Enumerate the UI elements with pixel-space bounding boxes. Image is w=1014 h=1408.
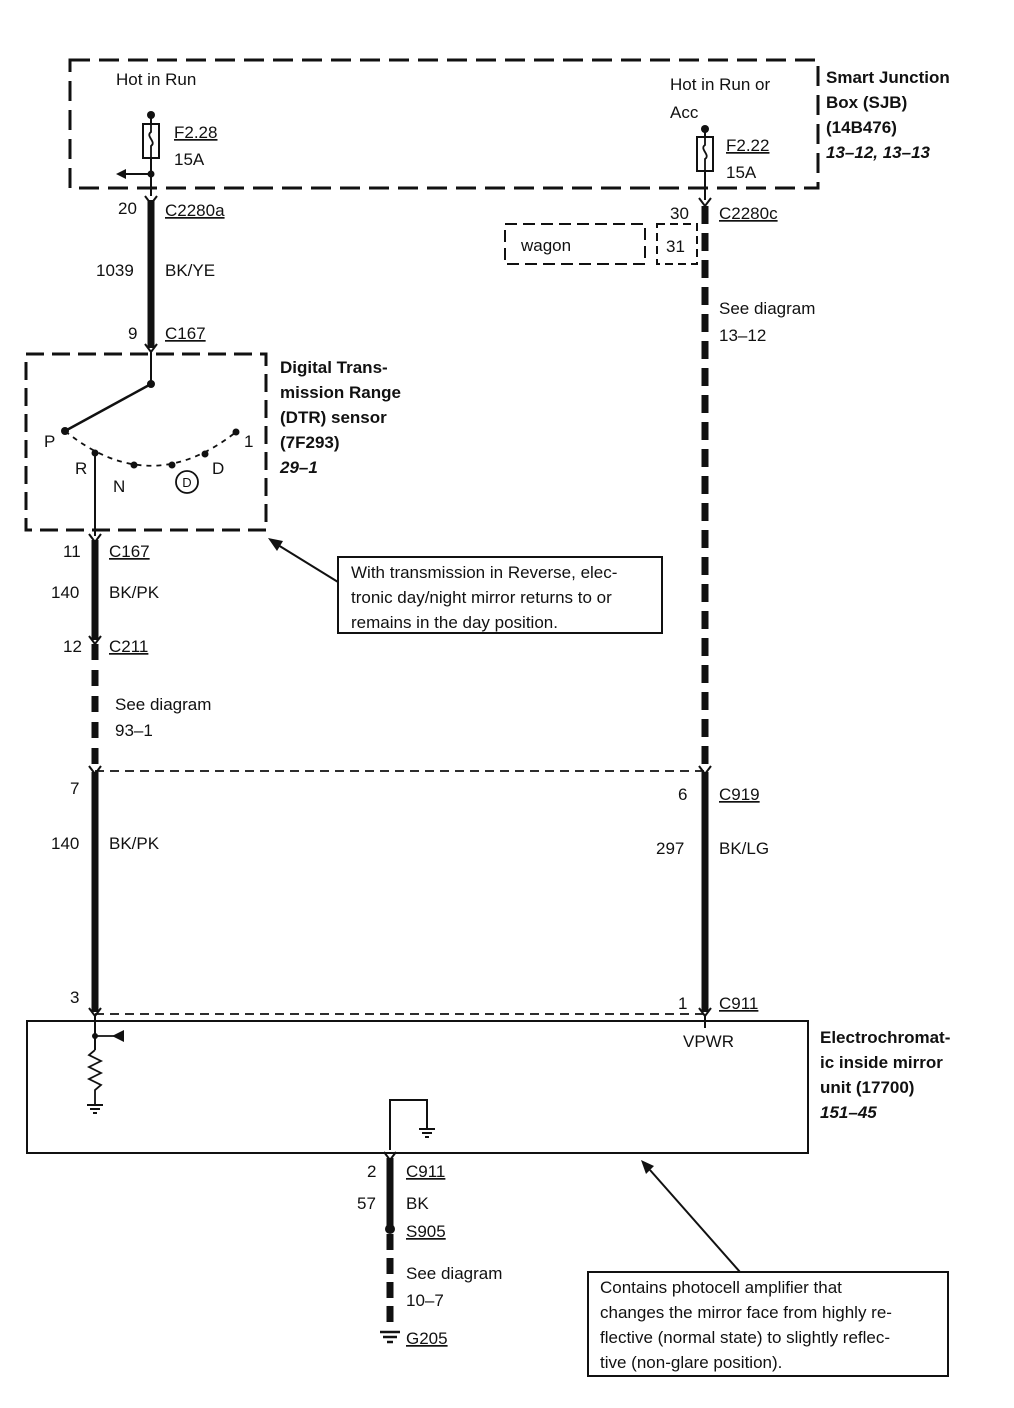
dtr-title-line3: (DTR) sensor	[280, 408, 387, 427]
c919-left-pin: 7	[70, 779, 79, 798]
wire-140-lower-num: 140	[51, 834, 79, 853]
sjb-box	[68, 58, 820, 190]
c2280c-label: C2280c	[719, 204, 778, 223]
c911-bottom-label: C911	[406, 1162, 445, 1181]
sjb-right-supply-line2: Acc	[670, 103, 699, 122]
photocell-note-box	[587, 1271, 949, 1377]
c167-in-pin: 9	[128, 324, 137, 343]
right-fuse-element	[702, 137, 708, 171]
left-branch-arrow-icon	[116, 169, 126, 179]
c167-in-label: C167	[165, 324, 206, 343]
fuse-left-id: F2.28	[174, 123, 217, 142]
mirror-ref: 151–45	[820, 1103, 877, 1122]
c911-right-label: C911	[719, 994, 758, 1013]
reverse-note-line3: remains in the day position.	[351, 613, 558, 632]
c211-label: C211	[109, 637, 148, 656]
wire-1039-num: 1039	[96, 261, 134, 280]
right-see-line1: See diagram	[719, 299, 815, 318]
mirror-title-line3: unit (17700)	[820, 1078, 914, 1097]
fuse-right-id: F2.22	[726, 136, 769, 155]
right-fuse-top-dot	[701, 125, 709, 133]
c911-right-pin: 1	[678, 994, 687, 1013]
dtr-title-line4: (7F293)	[280, 433, 340, 452]
sjb-title-line2: Box (SJB)	[826, 93, 907, 112]
wire-140-upper-num: 140	[51, 583, 79, 602]
mirror-unit-box	[26, 1020, 809, 1154]
photocell-note-line4: tive (non-glare position).	[600, 1353, 782, 1372]
ground-see-line2: 10–7	[406, 1291, 444, 1310]
dtr-contact-arc	[64, 430, 237, 467]
vpwr-label: VPWR	[683, 1032, 734, 1051]
dtr-pos-d: D	[212, 459, 224, 478]
wire-140-lower-color: BK/PK	[109, 834, 160, 853]
dtr-pos-p: P	[44, 432, 55, 451]
left-fuse-element	[148, 124, 154, 158]
mirror-sense-arrow-icon	[112, 1030, 124, 1042]
reverse-note-arrow-icon	[268, 538, 283, 551]
dtr-contact-n2	[168, 461, 176, 469]
sjb-left-supply: Hot in Run	[116, 70, 196, 89]
left-see-line1: See diagram	[115, 695, 211, 714]
dtr-pos-1: 1	[244, 432, 253, 451]
sjb-ref: 13–12, 13–13	[826, 143, 931, 162]
wire-297-color: BK/LG	[719, 839, 769, 858]
dtr-od-label: D	[182, 475, 191, 490]
c2280a-pin: 20	[118, 199, 137, 218]
c911-left-pin: 3	[70, 988, 79, 1007]
dtr-ref: 29–1	[279, 458, 318, 477]
c919-right-pin: 6	[678, 785, 687, 804]
mirror-ground-link	[389, 1099, 428, 1150]
dtr-box	[24, 352, 268, 532]
photocell-note-arrow-icon	[641, 1160, 654, 1174]
reverse-note-line2: tronic day/night mirror returns to or	[351, 588, 612, 607]
left-fuse-top-dot	[147, 111, 155, 119]
wire-57-color: BK	[406, 1194, 429, 1213]
dtr-title-line1: Digital Trans-	[280, 358, 388, 377]
photocell-note-line1: Contains photocell amplifier that	[600, 1278, 842, 1297]
c167-out-pin: 11	[63, 542, 81, 561]
photocell-note-leader	[649, 1169, 741, 1273]
mirror-resistor-icon	[86, 1049, 104, 1104]
fuse-left-rating: 15A	[174, 150, 205, 169]
fuse-right-rating: 15A	[726, 163, 757, 182]
sjb-right-supply-line1: Hot in Run or	[670, 75, 770, 94]
wire-57-num: 57	[357, 1194, 376, 1213]
wagon-label: wagon	[520, 236, 571, 255]
c2280c-pin: 30	[670, 204, 689, 223]
wire-1039-color: BK/YE	[165, 261, 215, 280]
photocell-note-line2: changes the mirror face from highly re-	[600, 1303, 892, 1322]
c167-out-label: C167	[109, 542, 150, 561]
ground-see-line1: See diagram	[406, 1264, 502, 1283]
dtr-contact-1	[232, 428, 240, 436]
s905-splice-dot	[385, 1224, 395, 1234]
dtr-title-line2: mission Range	[280, 383, 401, 402]
reverse-note-line1: With transmission in Reverse, elec-	[351, 563, 617, 582]
reverse-note-box	[337, 556, 663, 634]
dtr-pos-n: N	[113, 477, 125, 496]
c2280a-label: C2280a	[165, 201, 225, 220]
sjb-title-line3: (14B476)	[826, 118, 897, 137]
dtr-pos-r: R	[75, 459, 87, 478]
photocell-note-line3: flective (normal state) to slightly refl…	[600, 1328, 890, 1347]
wire-297-num: 297	[656, 839, 684, 858]
right-see-line2: 13–12	[719, 326, 766, 345]
wire-140-upper-color: BK/PK	[109, 583, 160, 602]
mirror-title-line2: ic inside mirror	[820, 1053, 943, 1072]
g205-label: G205	[406, 1329, 448, 1348]
wagon-pin: 31	[666, 237, 685, 256]
c919-label: C919	[719, 785, 760, 804]
c211-pin: 12	[63, 637, 82, 656]
left-see-line2: 93–1	[115, 721, 153, 740]
s905-label: S905	[406, 1222, 446, 1241]
dtr-contact-d	[201, 450, 209, 458]
dtr-wiper	[64, 382, 152, 433]
dtr-contact-n1	[130, 461, 138, 469]
wagon-pin-box	[656, 223, 698, 265]
mirror-title-line1: Electrochromat-	[820, 1028, 950, 1047]
sjb-title-line1: Smart Junction	[826, 68, 950, 87]
c911-bottom-pin: 2	[367, 1162, 376, 1181]
dtr-od-circle	[175, 470, 199, 494]
reverse-note-leader	[277, 544, 339, 583]
